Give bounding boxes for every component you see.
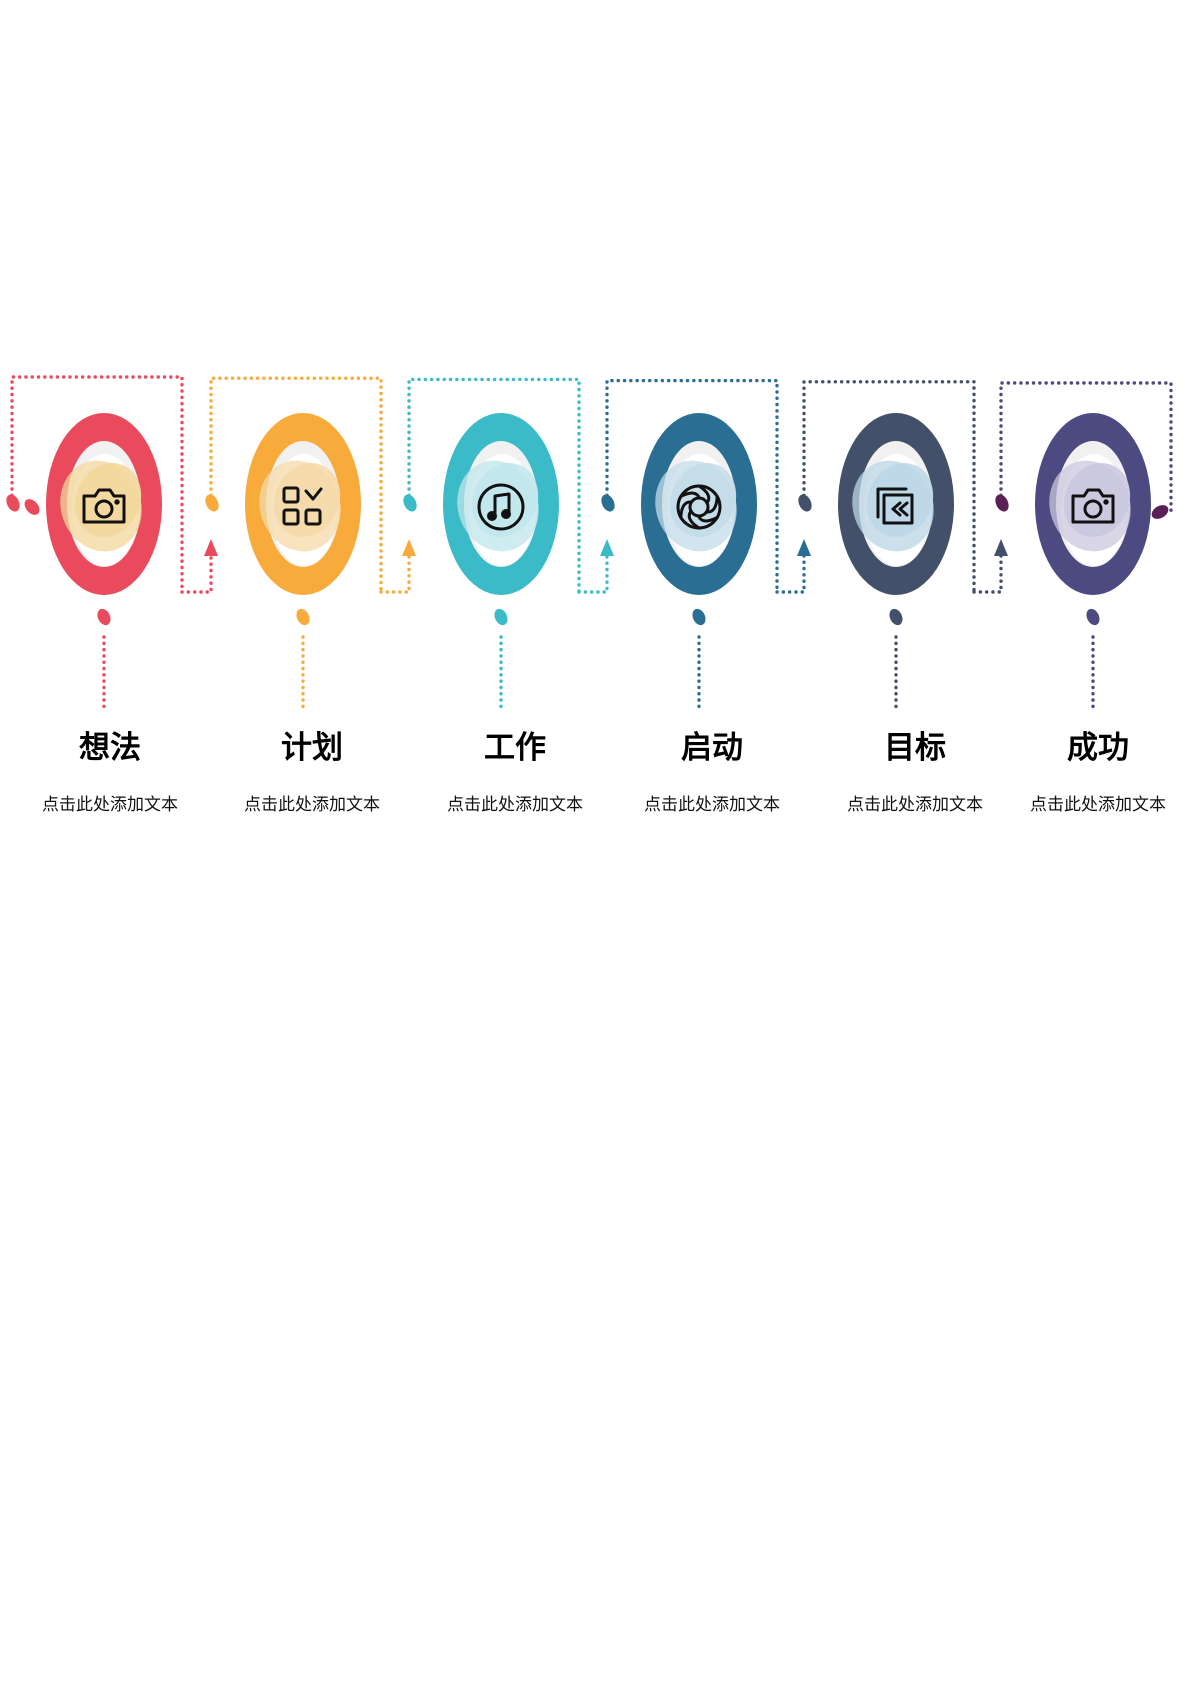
step-description-5[interactable]: 点击此处添加文本 xyxy=(847,795,983,815)
connector-loop-1 xyxy=(10,375,184,594)
rewind-icon-5 xyxy=(876,487,914,525)
drop-dot-1 xyxy=(97,608,111,626)
step-title-1: 想法 xyxy=(79,730,141,766)
connector-link-3 xyxy=(577,553,609,594)
camera-flash xyxy=(1103,499,1109,505)
rewind-frame xyxy=(882,493,914,525)
music-note-2 xyxy=(501,509,511,519)
connector-end-dot xyxy=(1151,505,1169,519)
camera-lens xyxy=(94,499,114,519)
rewind-back-frame xyxy=(876,487,908,519)
step-blob-highlight-2 xyxy=(273,463,341,537)
apps-square-1 xyxy=(282,486,300,504)
arrow-up-icon-1 xyxy=(204,539,218,556)
apps-check xyxy=(304,487,323,501)
rewind-chevrons xyxy=(891,501,909,517)
connector-loop-4 xyxy=(605,378,779,594)
connector-loop-6 xyxy=(999,381,1173,518)
arrow-up-icon-5 xyxy=(994,539,1008,556)
step-title-6: 成功 xyxy=(1067,730,1129,766)
music-note-1 xyxy=(487,511,497,521)
connector-loop-5 xyxy=(802,380,976,594)
connector-dot-4 xyxy=(601,494,615,512)
camera-body xyxy=(82,488,126,524)
step-title-5: 目标 xyxy=(884,730,946,766)
connector-loop-3 xyxy=(407,377,581,594)
arrow-up-icon-4 xyxy=(797,539,811,556)
step-title-4: 启动 xyxy=(681,730,743,766)
connector-dot-1b xyxy=(24,499,40,515)
step-description-1[interactable]: 点击此处添加文本 xyxy=(42,795,178,815)
connector-dot-6 xyxy=(995,494,1009,512)
aperture-blade xyxy=(679,500,694,519)
drop-dot-6 xyxy=(1086,608,1100,626)
camera-icon-1 xyxy=(82,488,126,524)
connector-link-4 xyxy=(775,553,806,594)
drop-dot-2 xyxy=(296,608,310,626)
connector-loop-2 xyxy=(209,376,383,594)
step-title-3: 工作 xyxy=(484,730,546,766)
camera-lens xyxy=(1083,499,1103,519)
drop-dot-4 xyxy=(692,608,706,626)
connector-dot-2 xyxy=(205,494,219,512)
connector-dot-1 xyxy=(6,494,20,512)
aperture-blade xyxy=(697,484,711,505)
step-description-4[interactable]: 点击此处添加文本 xyxy=(644,795,780,815)
step-description-3[interactable]: 点击此处添加文本 xyxy=(447,795,583,815)
aperture-icon-4 xyxy=(676,484,722,530)
apps-square-3 xyxy=(304,508,322,526)
camera-body xyxy=(1071,488,1115,524)
connector-dot-5 xyxy=(798,494,812,512)
music-stem xyxy=(493,492,511,517)
arrow-up-icon-3 xyxy=(600,539,614,556)
connector-link-5 xyxy=(972,553,1003,594)
apps-square-2 xyxy=(282,508,300,526)
arrow-up-icon-2 xyxy=(402,539,416,556)
aperture-blade xyxy=(696,514,719,523)
step-title-2: 计划 xyxy=(281,730,343,766)
music-circle xyxy=(477,483,525,531)
step-description-2[interactable]: 点击此处添加文本 xyxy=(244,795,380,815)
apps-icon-2 xyxy=(282,486,323,526)
aperture-blade xyxy=(704,495,719,514)
camera-icon-6 xyxy=(1071,488,1115,524)
aperture-blade xyxy=(679,491,702,500)
connector-dot-3 xyxy=(403,494,417,512)
connector-link-2 xyxy=(379,553,411,594)
camera-flash xyxy=(114,499,120,505)
step-description-6[interactable]: 点击此处添加文本 xyxy=(1030,795,1166,815)
music-icon-3 xyxy=(477,483,525,531)
drop-dot-3 xyxy=(494,608,508,626)
drop-dot-5 xyxy=(889,608,903,626)
aperture-blade xyxy=(687,509,701,530)
connector-link-1 xyxy=(180,553,213,594)
